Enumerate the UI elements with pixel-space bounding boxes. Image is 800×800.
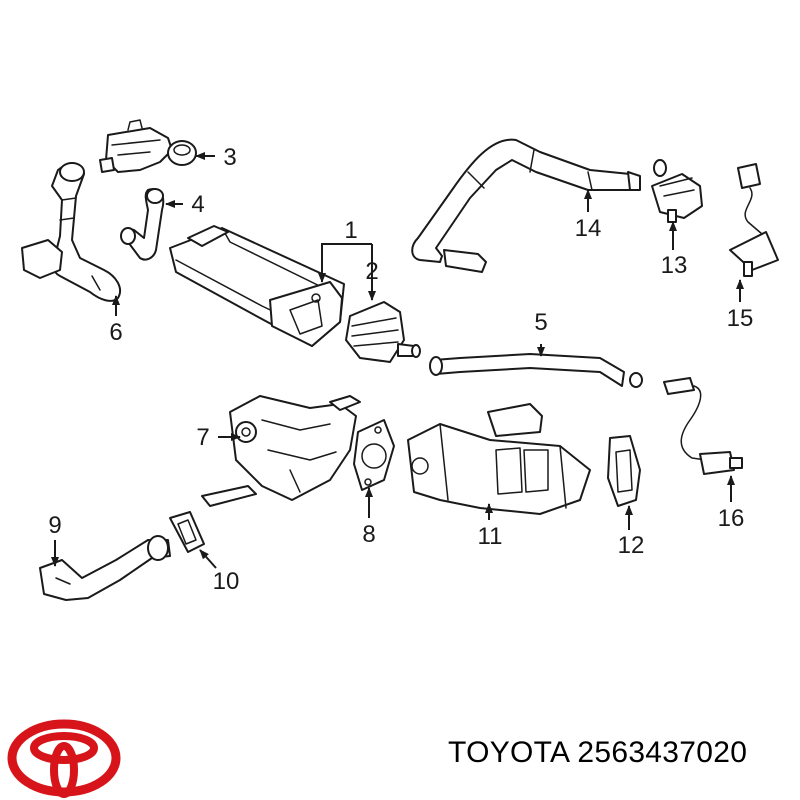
- part-7-egr-valve: [201, 395, 361, 507]
- part-15-sensor-wire: [729, 163, 779, 277]
- part-4-hose-elbow: [120, 188, 165, 261]
- brand-name: TOYOTA: [448, 736, 569, 769]
- callout-11: 11: [478, 523, 503, 550]
- callout-4: 4: [191, 191, 204, 218]
- part-9-bent-pipe: [39, 535, 171, 601]
- part-5-pipe: [429, 353, 643, 388]
- callout-5: 5: [534, 309, 547, 336]
- part-14-hose: [411, 138, 641, 273]
- part-2-valve: [345, 301, 421, 363]
- callout-1: 1: [344, 217, 357, 244]
- part-11-egr-cooler: [407, 403, 591, 515]
- toyota-logo-icon: [7, 719, 121, 798]
- part-6-long-hose: [21, 162, 122, 302]
- callout-labels: 1 2 3 4 5 6 7 8 9 10 11 12 13 14 15 16: [48, 144, 753, 595]
- leader-lines: [51, 152, 744, 569]
- callout-3: 3: [223, 144, 236, 171]
- part-8-gasket: [353, 419, 395, 491]
- callout-2: 2: [365, 258, 378, 285]
- callout-12: 12: [618, 532, 645, 559]
- part-13-solenoid: [651, 159, 703, 223]
- callout-8: 8: [362, 521, 375, 548]
- callout-13: 13: [661, 252, 688, 279]
- part-caption: TOYOTA 2563437020: [448, 736, 747, 770]
- callout-9: 9: [48, 512, 61, 539]
- part-1-canister: [169, 225, 345, 347]
- part-12-gasket: [607, 435, 641, 507]
- callout-14: 14: [575, 215, 602, 242]
- callout-6: 6: [109, 319, 122, 346]
- callout-7: 7: [196, 424, 209, 451]
- part-3-sensor: [99, 119, 197, 173]
- callout-10: 10: [213, 568, 240, 595]
- callout-15: 15: [727, 305, 754, 332]
- part-number: 2563437020: [577, 736, 748, 769]
- part-10-gasket: [169, 511, 205, 553]
- part-16-sensor: [663, 377, 743, 475]
- callout-16: 16: [718, 505, 745, 532]
